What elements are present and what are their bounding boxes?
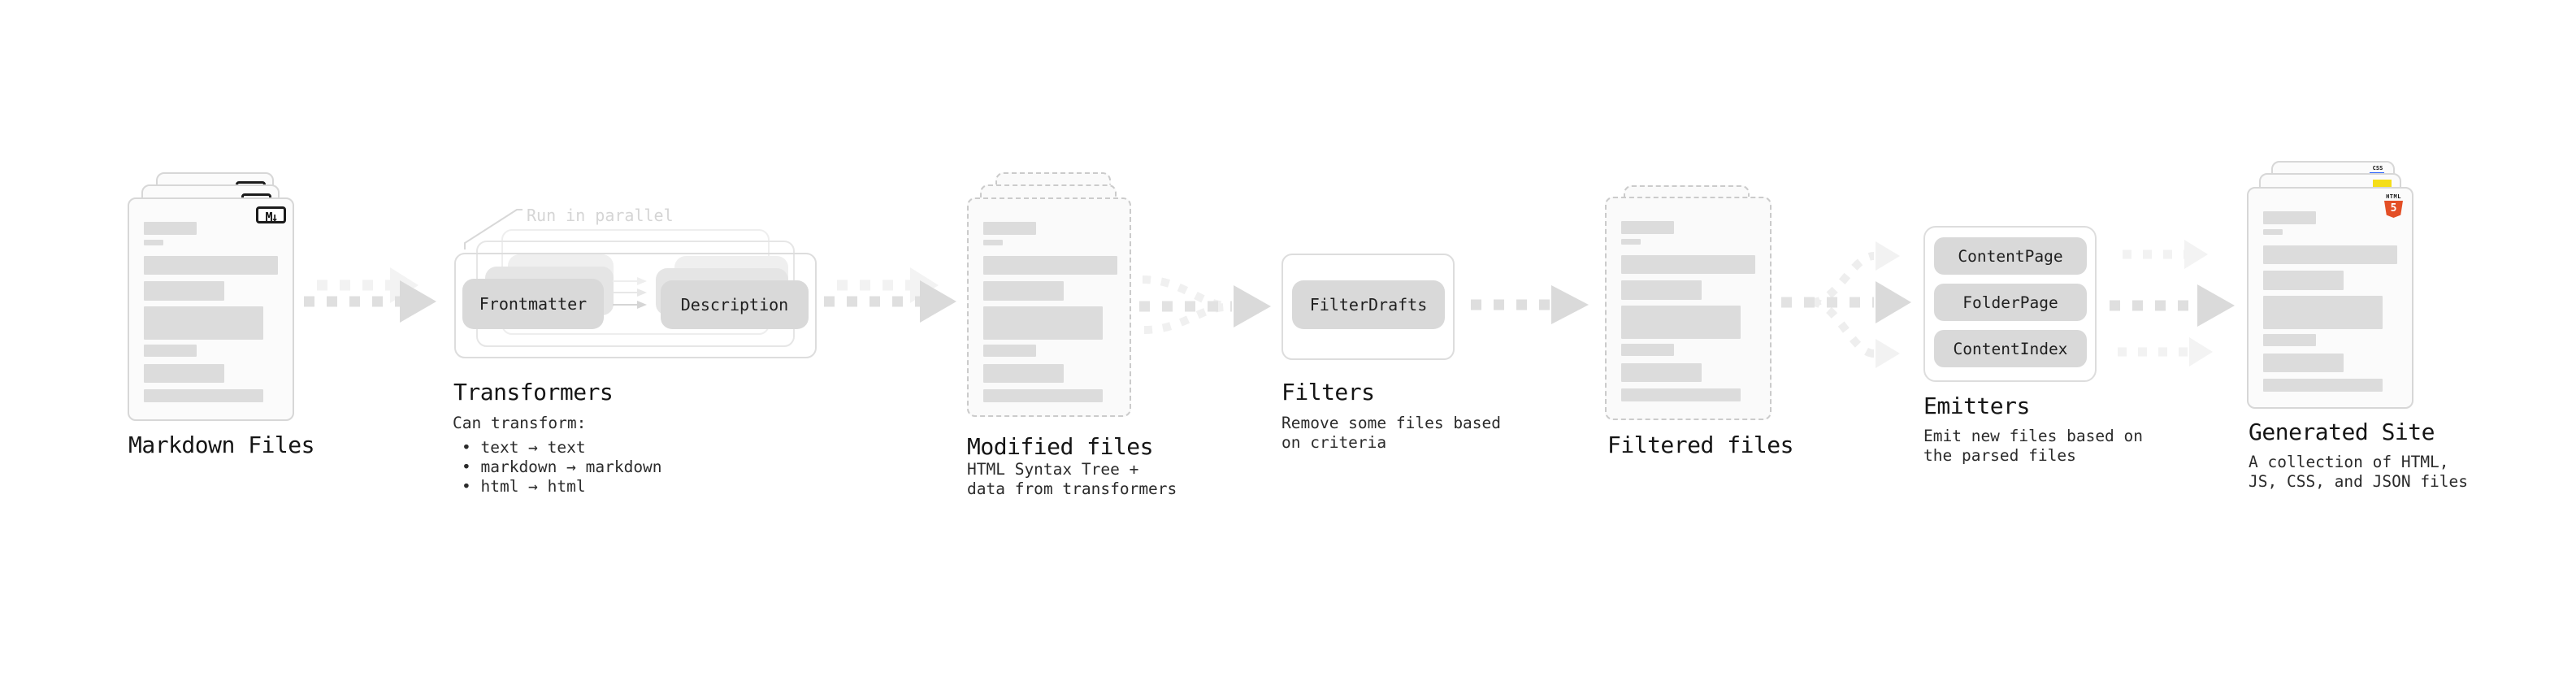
transformers-description-heading: Can transform:	[453, 414, 587, 432]
arrow-head	[1234, 285, 1271, 327]
markdown-icon: M↓	[256, 206, 286, 224]
arrow-head	[920, 280, 956, 323]
filters-frame	[1281, 254, 1455, 360]
transformer-description-pill: Description	[661, 280, 809, 329]
flow-arrow-markdown-to-transformers	[304, 267, 436, 323]
generated-site-description: A collection of HTML,	[2249, 453, 2449, 471]
doc-line	[144, 306, 263, 340]
doc-line	[983, 306, 1103, 340]
doc-line	[2263, 229, 2283, 235]
doc-line	[2263, 379, 2383, 392]
flow-arrow-filtered-to-emitters	[1781, 241, 1911, 368]
arrow-head	[1551, 285, 1589, 324]
emitters-title: Emitters	[1923, 393, 2030, 419]
generated-doc-card-html: HTML 5	[2247, 187, 2413, 409]
arrow-head	[1876, 241, 1900, 271]
modified-files-description: data from transformers	[967, 479, 1177, 498]
parallel-arrows	[613, 277, 647, 309]
js-icon	[2373, 180, 2392, 188]
doc-placeholder-lines	[983, 222, 1117, 402]
generated-site-description: JS, CSS, and JSON files	[2249, 472, 2469, 491]
doc-line	[144, 389, 263, 402]
html5-icon: HTML 5	[2383, 193, 2404, 218]
doc-line	[144, 256, 278, 275]
markdown-doc-card-front: M↓	[128, 197, 294, 421]
doc-line	[983, 389, 1103, 402]
modified-files-description: HTML Syntax Tree +	[967, 460, 1139, 479]
doc-line	[144, 240, 163, 245]
markdown-files-title: Markdown Files	[128, 432, 315, 458]
doc-line	[1621, 388, 1741, 401]
transformers-title: Transformers	[453, 379, 614, 406]
filtered-files-title: Filtered files	[1607, 432, 1794, 458]
transformers-bullet: • text → text	[462, 438, 586, 457]
doc-line	[144, 222, 197, 235]
doc-line	[144, 281, 224, 301]
doc-line	[2263, 296, 2383, 329]
modified-files-title: Modified files	[967, 433, 1154, 460]
filters-title: Filters	[1281, 379, 1375, 406]
html5-icon-shield: 5	[2384, 201, 2403, 218]
doc-line	[2263, 354, 2344, 372]
filter-drafts-pill: FilterDrafts	[1292, 280, 1445, 329]
flow-arrow-emitters-to-generated	[2110, 240, 2235, 367]
doc-line	[2263, 245, 2397, 264]
emitter-pill: ContentIndex	[1934, 330, 2087, 367]
arrow-dashes	[1811, 298, 1875, 358]
generated-site-title: Generated Site	[2249, 419, 2435, 445]
annotation-leader-line	[464, 209, 523, 249]
doc-line	[1621, 239, 1641, 245]
emitters-frame	[1923, 226, 2097, 382]
doc-line	[2263, 271, 2344, 290]
doc-line	[983, 364, 1064, 383]
doc-line	[1621, 255, 1755, 274]
arrow-head	[2197, 284, 2235, 327]
filters-description: Remove some files based	[1281, 414, 1502, 432]
modified-doc-card-front	[967, 197, 1131, 417]
doc-line	[983, 240, 1003, 245]
arrow-head	[2189, 337, 2213, 367]
doc-line	[144, 345, 197, 357]
filters-description: on criteria	[1281, 433, 1387, 452]
doc-line	[1621, 344, 1674, 356]
transformers-bullet: • html → html	[462, 477, 586, 496]
arrow-head	[400, 280, 436, 323]
arrow-head	[1876, 339, 1900, 368]
arrow-head	[1876, 281, 1911, 323]
run-in-parallel-label: Run in parallel	[527, 206, 674, 225]
doc-line	[983, 345, 1036, 357]
doc-line	[2263, 334, 2316, 346]
arrow-head	[2184, 240, 2208, 269]
arrow-dashes	[1811, 252, 1875, 306]
doc-line	[983, 222, 1036, 235]
transformer-frontmatter-pill: Frontmatter	[462, 279, 604, 329]
emitters-description: the parsed files	[1923, 446, 2076, 465]
doc-placeholder-lines	[1621, 221, 1757, 401]
emitter-pill: ContentPage	[1934, 237, 2087, 275]
doc-placeholder-lines	[2263, 211, 2399, 392]
transformers-bullet: • markdown → markdown	[462, 458, 662, 476]
transformers-frame-front	[454, 253, 817, 358]
flow-arrow-filters-to-filtered	[1471, 285, 1589, 324]
html5-icon-digit: 5	[2390, 202, 2397, 215]
doc-line	[1621, 280, 1702, 300]
emitters-description: Emit new files based on	[1923, 427, 2144, 445]
flow-arrow-modified-to-filters	[1139, 275, 1271, 334]
emitter-pill: FolderPage	[1934, 284, 2087, 321]
doc-line	[983, 281, 1064, 301]
doc-line	[1621, 221, 1674, 234]
filtered-doc-card-front	[1605, 197, 1772, 420]
doc-line	[1621, 306, 1741, 339]
doc-line	[1621, 363, 1702, 382]
doc-placeholder-lines	[144, 222, 280, 402]
html5-icon-label: HTML	[2386, 193, 2401, 200]
doc-line	[2263, 211, 2316, 224]
css-icon-label: CSS	[2372, 165, 2383, 171]
doc-line	[983, 256, 1117, 275]
doc-line	[144, 364, 224, 383]
flow-arrow-transformers-to-modified	[824, 267, 956, 323]
